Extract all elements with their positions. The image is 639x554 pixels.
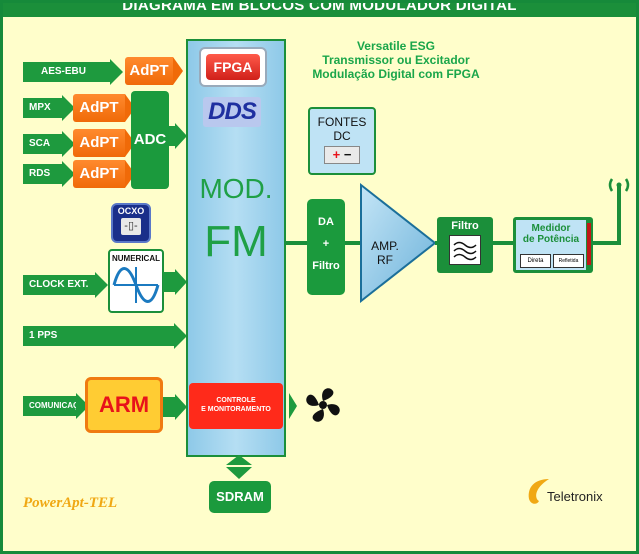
crystal-icon: -▯- [121, 218, 141, 235]
medidor-label: Medidor [531, 223, 571, 234]
amp-label: AMP. [371, 239, 399, 253]
controle-monitoramento-block: CONTROLE E MONITORAMENTO [189, 383, 283, 429]
fontes-label: FONTES [317, 115, 367, 129]
adpt-aes-label: AdPT [125, 57, 173, 85]
rds-label: RDS [23, 164, 63, 184]
mpx-label: MPX [23, 98, 63, 118]
antenna-icon [608, 178, 630, 192]
adpt-rds-label: AdPT [73, 160, 125, 188]
amp-rf-triangle [360, 183, 437, 303]
rf-label: RF [377, 253, 393, 267]
filtro-da-label: Filtro [312, 260, 340, 272]
teletronix-logo: Teletronix [523, 473, 623, 513]
fpga-chip: FPGA [199, 47, 267, 87]
sca-label: SCA [23, 134, 63, 154]
direta-meter: Direta [520, 254, 551, 268]
amp-rf-label: AMP. RF [363, 239, 407, 267]
adpt-sca-label: AdPT [73, 129, 125, 157]
dds-chip: DDS [203, 97, 261, 127]
medidor-potencia-block: Medidor de Potência Direta Refletida [513, 217, 593, 273]
sine-wave-icon [112, 267, 160, 303]
battery-plus: + [332, 147, 341, 162]
rds-input-arrow: RDS [23, 161, 75, 187]
header-note-line-1: Versatile ESG [356, 39, 436, 53]
dc-label: DC [333, 129, 351, 143]
header-note-line-3: Modulação Digital com FPGA [312, 67, 480, 81]
comunicacao-label: COMUNICAÇÃO [23, 396, 91, 416]
header-note-line-2: Transmissor ou Excitador [322, 53, 470, 67]
ocxo-block: OCXO -▯- [111, 203, 151, 243]
arm-block: ARM [85, 377, 163, 433]
filtro-label: Filtro [451, 220, 479, 232]
powerapt-tel-brand: PowerApt-TEL [23, 495, 118, 511]
da-to-amp-line [345, 241, 361, 245]
controle-line-2: E MONITORAMENTO [201, 406, 271, 413]
aes-ebu-label: AES-EBU [23, 62, 111, 82]
arm-output-arrow [163, 394, 187, 420]
battery-icon: + − [324, 146, 360, 164]
da-label: DA [318, 216, 334, 228]
filtro-to-medidor-line [493, 241, 515, 245]
potencia-label: de Potência [522, 234, 580, 245]
controle-line-1: CONTROLE [216, 397, 256, 404]
diagram-title: DIAGRAMA EM BLOCOS COM MODULADOR DIGITAL [3, 3, 636, 17]
pps-input-arrow: 1 PPS [23, 323, 187, 349]
fontes-dc-block: FONTES DC + − [308, 107, 376, 175]
sdram-block: SDRAM [209, 481, 271, 513]
numerical-label: NUMERICAL [112, 254, 160, 263]
adc-output-arrow [169, 123, 187, 149]
adpt-block-sca: AdPT [73, 129, 135, 157]
adpt-mpx-label: AdPT [73, 94, 125, 122]
refletida-meter: Refletida [553, 254, 584, 268]
medidor-to-antenna-line [593, 241, 619, 245]
fan-icon [306, 388, 340, 422]
filter-wave-icon [449, 235, 481, 265]
fan-arrow [289, 393, 297, 419]
numerical-output-arrow [163, 269, 187, 295]
clock-ext-label: CLOCK EXT. [23, 275, 96, 295]
mpx-input-arrow: MPX [23, 95, 75, 121]
medidor-panel: Medidor de Potência Direta Refletida [516, 220, 586, 270]
filtro-block: Filtro [437, 217, 493, 273]
battery-minus: − [343, 147, 352, 162]
clock-ext-input-arrow: CLOCK EXT. [23, 272, 108, 298]
mod-label: MOD. [199, 173, 273, 204]
adc-block: ADC [131, 91, 169, 189]
aes-ebu-input-arrow: AES-EBU [23, 59, 123, 85]
fm-label: FM [204, 217, 268, 266]
pps-label: 1 PPS [23, 326, 175, 346]
da-plus-label: + [322, 238, 330, 250]
ocxo-label: OCXO [117, 206, 145, 216]
sca-input-arrow: SCA [23, 131, 75, 157]
teletronix-brand: Teletronix [547, 489, 603, 504]
fpga-label: FPGA [206, 54, 260, 80]
comunicacao-input-arrow: COMUNICAÇÃO [23, 393, 91, 419]
antenna-mast [617, 185, 621, 245]
medidor-output-port [587, 223, 591, 265]
adpt-block-mpx: AdPT [73, 94, 135, 122]
header-note: Versatile ESG Transmissor ou Excitador M… [291, 39, 501, 81]
adpt-block-aes: AdPT [125, 57, 183, 85]
da-filtro-block: DA + Filtro [307, 199, 345, 295]
numerical-oscillator-block: NUMERICAL [108, 249, 164, 313]
adpt-block-rds: AdPT [73, 160, 135, 188]
teletronix-logo-mark [528, 479, 549, 504]
mod-to-da-line [286, 241, 307, 245]
sdram-bidirectional-arrow [226, 455, 252, 479]
